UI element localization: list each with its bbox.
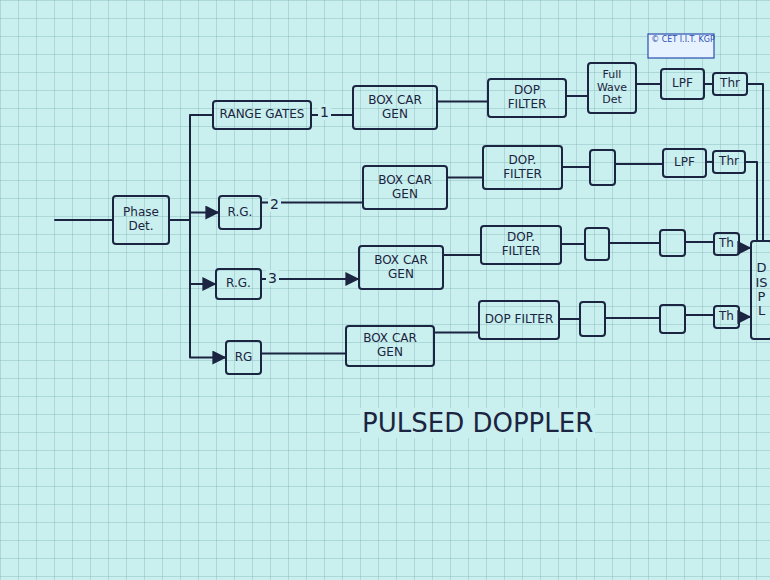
- process-box: DOP FILTER: [478, 300, 560, 340]
- box-text: Thr: [719, 155, 739, 169]
- box-text: DOP. FILTER: [488, 154, 557, 182]
- process-box: BOX CAR GEN: [352, 85, 438, 130]
- process-box: R.G.: [218, 195, 262, 230]
- signal-line: [567, 95, 587, 97]
- signal-line: [740, 316, 750, 318]
- wire: [562, 243, 585, 245]
- box-text: Phase Det.: [118, 206, 164, 234]
- diagram-title-note: PULSED DOPPLER: [360, 408, 595, 438]
- box-text: RG: [235, 351, 253, 365]
- wire: [560, 318, 580, 320]
- wire: [609, 242, 660, 244]
- box-text: DISPL: [755, 261, 768, 318]
- signal-line: [746, 162, 757, 240]
- channel-number: 3: [266, 270, 279, 286]
- display-box: DISPL: [750, 240, 770, 340]
- empty-box: [660, 230, 685, 256]
- process-box: RANGE GATES: [212, 100, 312, 130]
- process-box: R.G.: [215, 268, 262, 300]
- signal-line: [170, 115, 212, 220]
- signal-line: [448, 177, 482, 179]
- process-box: RG: [225, 340, 262, 375]
- watermark: © CET I.I.T. KGP: [649, 36, 717, 45]
- signal-line: [170, 213, 218, 221]
- signal-line: [637, 83, 660, 85]
- process-box: Full Wave Det: [587, 62, 637, 114]
- empty-box: [585, 228, 609, 260]
- signal-line: [705, 83, 712, 85]
- signal-line: [435, 332, 478, 334]
- wire: [685, 241, 713, 243]
- process-box: Phase Det.: [112, 195, 170, 245]
- box-text: BOX CAR GEN: [358, 94, 432, 122]
- box-text: BOX CAR GEN: [351, 332, 429, 360]
- empty-box: [660, 305, 685, 333]
- box-text: Th: [719, 237, 734, 251]
- box-text: LPF: [672, 77, 693, 91]
- signal-line: [438, 101, 487, 103]
- channel-number: 1: [318, 104, 331, 120]
- process-box: Th: [713, 305, 740, 329]
- box-text: R.G.: [226, 277, 251, 291]
- box-text: DOP FILTER: [485, 313, 553, 327]
- signal-line: [170, 220, 215, 284]
- empty-box: [580, 302, 605, 336]
- process-box: BOX CAR GEN: [358, 245, 444, 290]
- process-box: DOP. FILTER: [482, 145, 563, 190]
- box-text: BOX CAR GEN: [364, 254, 438, 282]
- signal-line: [262, 353, 345, 355]
- channel-number: 2: [268, 196, 281, 212]
- signal-line: [740, 247, 750, 249]
- process-box: BOX CAR GEN: [345, 325, 435, 367]
- box-text: DOP FILTER: [493, 84, 561, 112]
- box-text: LPF: [674, 156, 695, 170]
- input-wire: [55, 219, 112, 221]
- process-box: DOP. FILTER: [480, 225, 562, 265]
- box-text: R.G.: [228, 206, 253, 220]
- box-text: Thr: [720, 77, 740, 91]
- wire: [605, 317, 660, 319]
- empty-box: [590, 150, 615, 185]
- process-box: BOX CAR GEN: [362, 165, 448, 210]
- box-text: Th: [719, 310, 734, 324]
- box-text: DOP. FILTER: [486, 231, 556, 259]
- box-text: BOX CAR GEN: [368, 174, 442, 202]
- process-box: LPF: [660, 68, 705, 100]
- process-box: Th: [713, 232, 740, 256]
- wire: [685, 314, 713, 316]
- box-text: RANGE GATES: [220, 108, 305, 122]
- signal-line: [444, 254, 480, 256]
- process-box: Thr: [712, 72, 748, 96]
- process-box: Thr: [712, 150, 746, 174]
- process-box: DOP FILTER: [487, 78, 567, 118]
- wire: [615, 163, 662, 165]
- wire: [563, 166, 590, 168]
- box-text: Full Wave Det: [593, 69, 631, 107]
- process-box: LPF: [662, 148, 707, 178]
